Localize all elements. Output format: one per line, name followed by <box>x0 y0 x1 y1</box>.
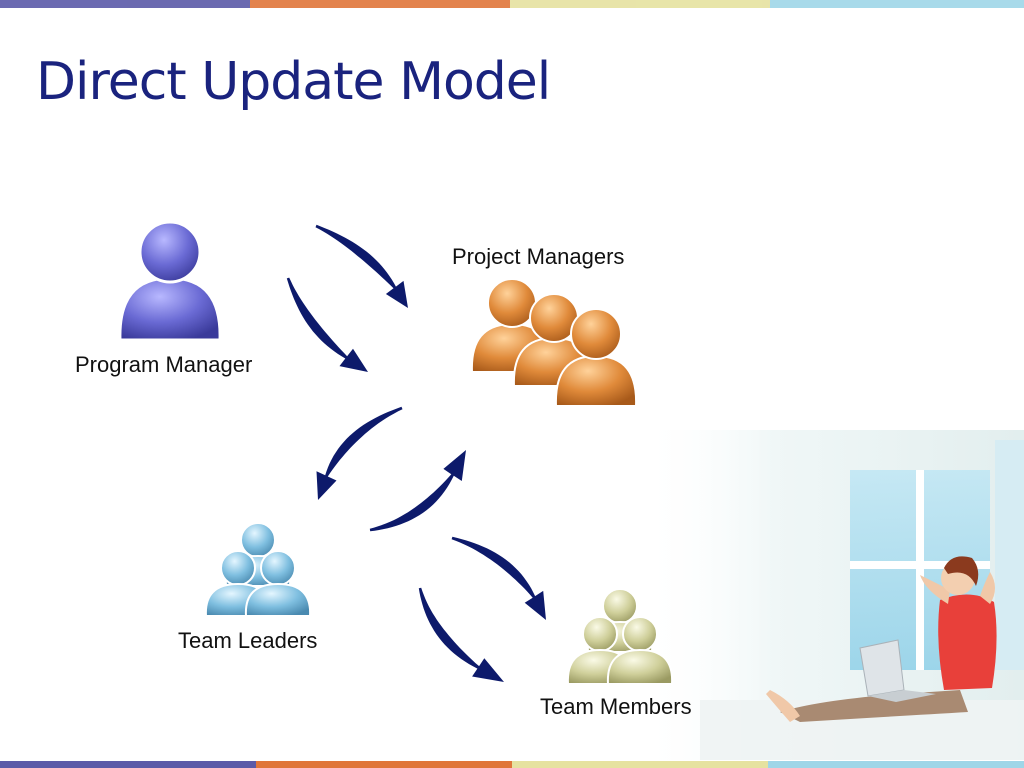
top-accent-band <box>0 0 1024 8</box>
arrow-program-to-projects-icon <box>315 224 408 308</box>
woman-figure-icon <box>766 556 997 722</box>
team-leaders-label: Team Leaders <box>178 628 318 653</box>
project-managers-icon <box>470 278 638 407</box>
woman-with-laptop-illustration <box>640 430 1024 760</box>
laptop-icon <box>859 639 936 702</box>
team-members-label: Team Members <box>540 694 692 719</box>
team-leaders-icon <box>204 522 312 617</box>
program-manager-icon <box>118 220 222 342</box>
project-managers-label: Project Managers <box>452 244 625 269</box>
arrow-leaders-to-members-icon <box>451 536 546 620</box>
team-members-icon <box>566 588 674 685</box>
arrow-projects-to-leaders-icon <box>316 406 403 500</box>
arrow-projects-to-program-icon <box>286 277 368 372</box>
arrow-leaders-to-projects-icon <box>369 450 466 532</box>
bottom-accent-band <box>0 761 1024 768</box>
window-icon <box>850 440 1024 670</box>
arrows-layer <box>286 224 546 682</box>
slide-title: Direct Update Model <box>36 52 551 112</box>
program-manager-label: Program Manager <box>75 352 253 377</box>
arrow-members-to-leaders-icon <box>418 587 504 682</box>
